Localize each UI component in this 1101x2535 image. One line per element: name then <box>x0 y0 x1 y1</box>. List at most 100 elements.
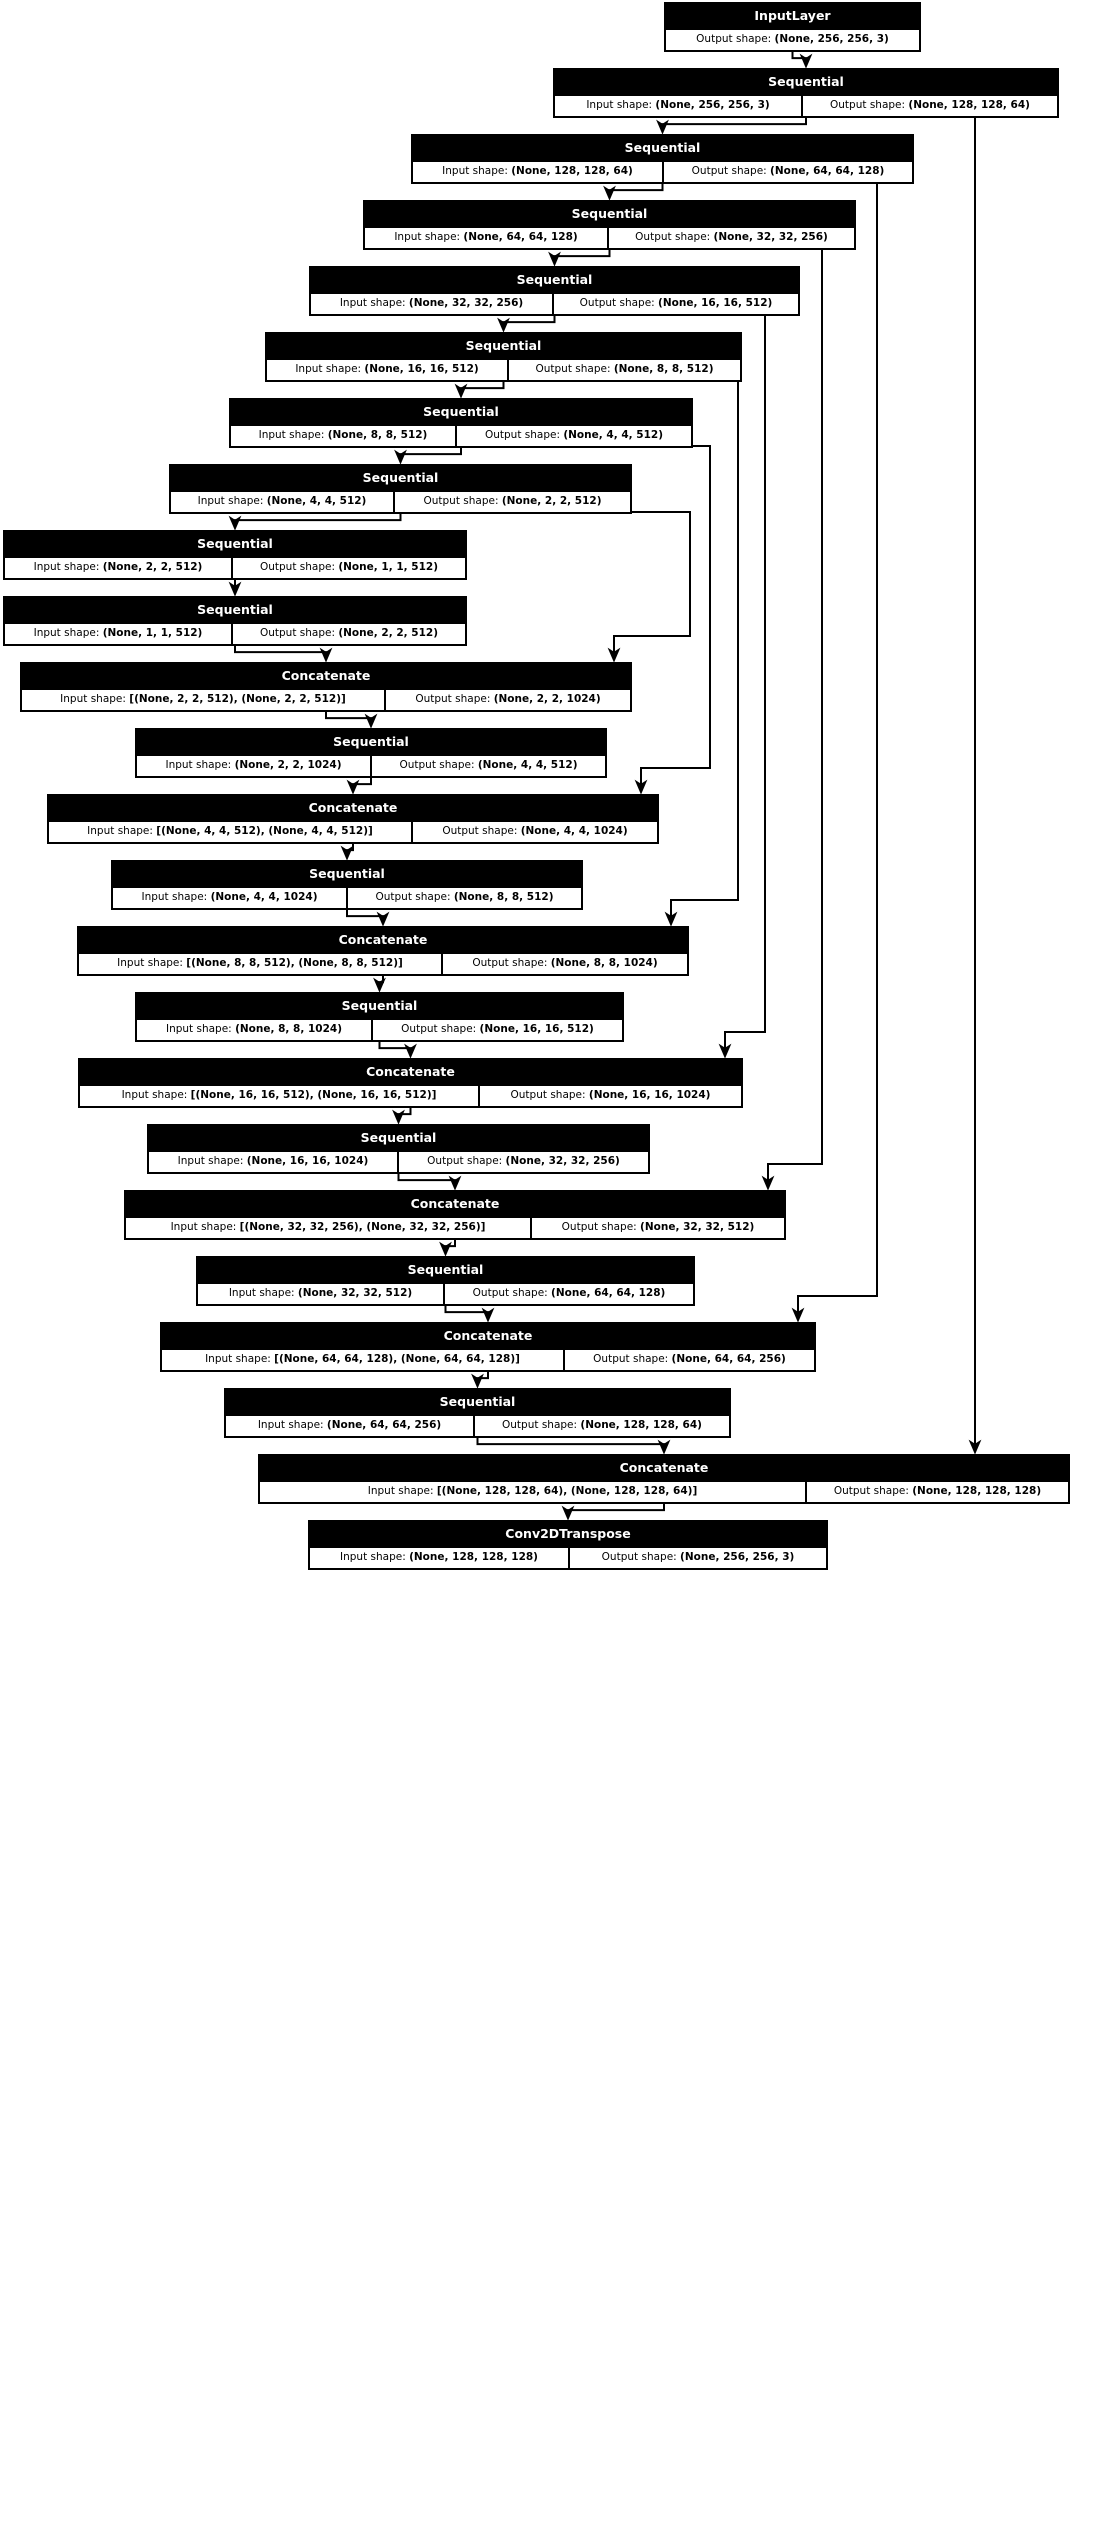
input-shape-label: Input shape: <box>228 1287 298 1299</box>
node-output-shape: Output shape: (None, 4, 4, 1024) <box>413 822 657 842</box>
input-shape-value: (None, 4, 4, 512) <box>266 495 367 507</box>
input-shape-value: (None, 16, 16, 1024) <box>246 1155 369 1167</box>
output-shape-label: Output shape: <box>561 1221 641 1233</box>
input-shape-value: (None, 16, 16, 512) <box>364 363 479 375</box>
node-output-shape: Output shape: (None, 32, 32, 256) <box>609 228 854 248</box>
node-type-label: Sequential <box>149 1126 648 1150</box>
node-shape-row: Input shape: [(None, 128, 128, 64), (Non… <box>260 1480 1068 1502</box>
node-type-label: Sequential <box>267 334 740 358</box>
node-shape-row: Input shape: (None, 2, 2, 512)Output sha… <box>5 556 465 578</box>
node-input-shape: Input shape: [(None, 32, 32, 256), (None… <box>126 1218 532 1238</box>
input-shape-value: [(None, 16, 16, 512), (None, 16, 16, 512… <box>190 1089 437 1101</box>
output-shape-label: Output shape: <box>399 759 478 771</box>
input-shape-label: Input shape: <box>258 429 328 441</box>
input-shape-value: (None, 2, 2, 1024) <box>234 759 342 771</box>
input-shape-label: Input shape: <box>197 495 267 507</box>
output-shape-value: (None, 32, 32, 512) <box>640 1221 755 1233</box>
node-output-shape: Output shape: (None, 8, 8, 512) <box>348 888 581 908</box>
output-shape-value: (None, 64, 64, 128) <box>770 165 885 177</box>
input-shape-label: Input shape: <box>121 1089 191 1101</box>
input-shape-value: (None, 64, 64, 256) <box>326 1419 442 1431</box>
node-shape-row: Input shape: (None, 16, 16, 512)Output s… <box>267 358 740 380</box>
node-output-shape: Output shape: (None, 16, 16, 512) <box>554 294 798 314</box>
input-shape-value: (None, 128, 128, 128) <box>409 1551 538 1563</box>
output-shape-label: Output shape: <box>579 297 659 309</box>
output-shape-label: Output shape: <box>472 1287 552 1299</box>
node-output-shape: Output shape: (None, 128, 128, 128) <box>807 1482 1068 1502</box>
node-output-shape: Output shape: (None, 128, 128, 64) <box>803 96 1057 116</box>
node-type-label: Sequential <box>231 400 691 424</box>
node-output-shape: Output shape: (None, 64, 64, 128) <box>445 1284 693 1304</box>
node-shape-row: Input shape: (None, 2, 2, 1024) Output sh… <box>137 754 605 776</box>
node-input-shape: Input shape: [(None, 4, 4, 512), (None, … <box>49 822 413 842</box>
node-shape-row: Input shape: [(None, 4, 4, 512), (None, … <box>49 820 657 842</box>
node-type-label: Sequential <box>198 1258 693 1282</box>
edge <box>634 445 711 795</box>
node-input-shape: Input shape: [(None, 128, 128, 64), (Non… <box>260 1482 807 1502</box>
node-input-shape: Input shape: (None, 8, 8, 1024) <box>137 1020 373 1040</box>
input-shape-value: [(None, 128, 128, 64), (None, 128, 128, … <box>436 1485 698 1497</box>
node-output-shape: Output shape: (None, 2, 2, 1024) <box>386 690 630 710</box>
node-shape-row: Input shape: [(None, 8, 8, 512), (None, … <box>79 952 687 974</box>
node-input-shape: Input shape: (None, 2, 2, 1024) <box>137 756 372 776</box>
output-shape-label: Output shape: <box>472 957 551 969</box>
node-type-label: Sequential <box>226 1390 729 1414</box>
input-shape-value: (None, 128, 128, 64) <box>511 165 633 177</box>
node-type-label: Concatenate <box>260 1456 1068 1480</box>
input-shape-label: Input shape: <box>205 1353 275 1365</box>
node-shape-row: Input shape: (None, 32, 32, 512)Output s… <box>198 1282 693 1304</box>
node-shape-row: Input shape: [(None, 64, 64, 128), (None… <box>162 1348 814 1370</box>
output-shape-label: Output shape: <box>484 429 564 441</box>
node-output-shape: Output shape: (None, 4, 4, 512) <box>457 426 691 446</box>
output-shape-value: (None, 128, 128, 64) <box>908 99 1030 111</box>
output-shape-label: Output shape: <box>401 1023 480 1035</box>
node-type-label: Sequential <box>5 598 465 622</box>
node-type-label: Sequential <box>413 136 912 160</box>
node-type-label: Sequential <box>137 994 622 1018</box>
input-shape-value: (None, 256, 256, 3) <box>655 99 770 111</box>
node-type-label: Sequential <box>137 730 605 754</box>
output-shape-value: (None, 4, 4, 512) <box>563 429 664 441</box>
node-input-shape: Input shape: [(None, 16, 16, 512), (None… <box>80 1086 480 1106</box>
output-shape-value: (None, 128, 128, 128) <box>912 1485 1042 1497</box>
node-input-shape: Input shape: (None, 32, 32, 256) <box>311 294 554 314</box>
node-output-shape: Output shape: (None, 8, 8, 1024) <box>443 954 687 974</box>
node-input-shape: Input shape: (None, 1, 1, 512) <box>5 624 233 644</box>
node-shape-row: Output shape: (None, 256, 256, 3) <box>666 28 919 50</box>
input-shape-label: Input shape: <box>442 165 512 177</box>
node-shape-row: Input shape: (None, 32, 32, 256)Output s… <box>311 292 798 314</box>
input-shape-value: [(None, 8, 8, 512), (None, 8, 8, 512)] <box>186 957 403 969</box>
node-shape-row: Input shape: [(None, 32, 32, 256), (None… <box>126 1216 784 1238</box>
node-shape-row: Input shape: (None, 64, 64, 256)Output s… <box>226 1414 729 1436</box>
output-shape-label: Output shape: <box>833 1485 913 1497</box>
edge <box>761 248 823 1191</box>
node-shape-row: Input shape: (None, 1, 1, 512)Output sha… <box>5 622 465 644</box>
output-shape-label: Output shape: <box>375 891 454 903</box>
output-shape-value: (None, 4, 4, 512) <box>477 759 578 771</box>
node-output-shape: Output shape: (None, 1, 1, 512) <box>233 558 465 578</box>
